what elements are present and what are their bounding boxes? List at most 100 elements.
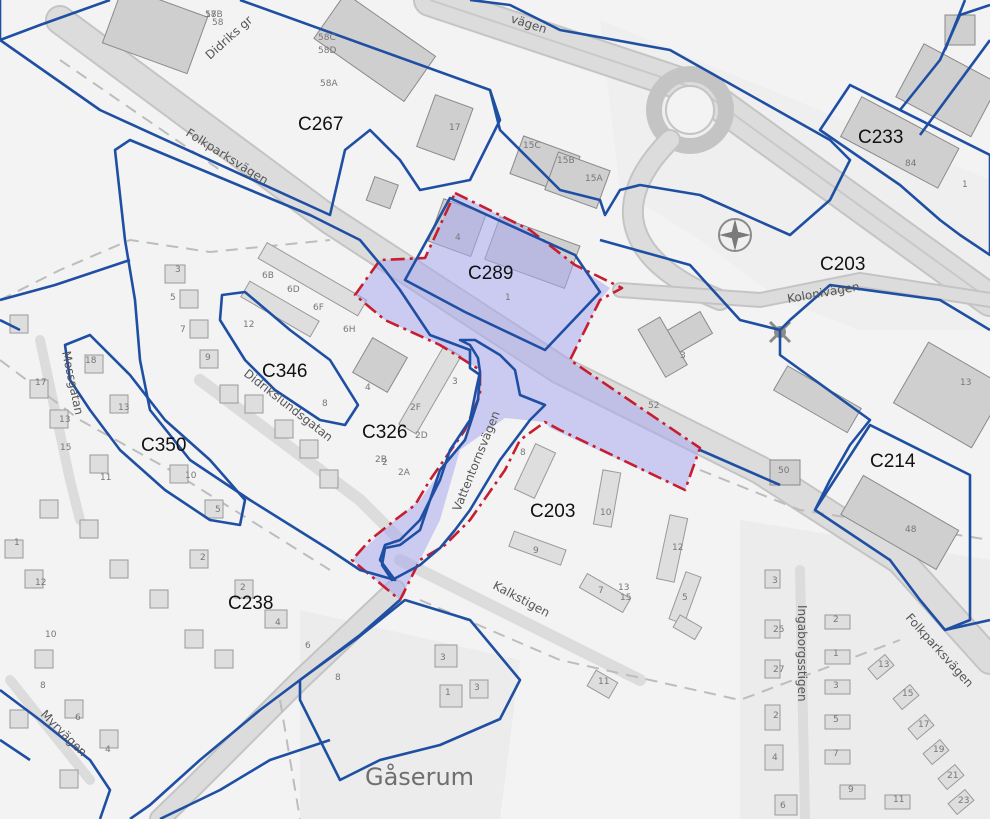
house-number: 7 bbox=[180, 325, 186, 335]
buildings bbox=[4, 0, 990, 816]
house-number: 2 bbox=[200, 553, 206, 563]
zone-border-c267 bbox=[0, 0, 502, 217]
building bbox=[189, 549, 209, 569]
house-number: 3 bbox=[440, 653, 446, 663]
building bbox=[513, 443, 557, 499]
building bbox=[672, 614, 703, 641]
house-number: 6H bbox=[343, 325, 356, 335]
zone-border-south bbox=[298, 598, 522, 782]
house-number: 5 bbox=[682, 593, 688, 603]
house-number: 15B bbox=[557, 156, 575, 166]
footpath bbox=[279, 699, 301, 819]
zone-border-top-strip bbox=[0, 0, 852, 237]
house-number: 15C bbox=[523, 141, 541, 151]
building bbox=[4, 539, 24, 559]
building bbox=[839, 96, 960, 189]
building bbox=[219, 384, 239, 404]
house-number: 6B bbox=[262, 271, 274, 281]
building bbox=[204, 499, 224, 519]
house-number: 13 bbox=[59, 415, 70, 425]
building bbox=[764, 704, 781, 731]
zone-border-c203-east bbox=[599, 238, 990, 511]
plan-label-c350: C350 bbox=[141, 435, 186, 456]
house-number: 17 bbox=[449, 123, 460, 133]
building bbox=[184, 629, 204, 649]
building bbox=[149, 589, 169, 609]
house-number: 11 bbox=[100, 473, 111, 483]
building bbox=[922, 738, 950, 766]
house-number: 5 bbox=[170, 293, 176, 303]
house-number: 1 bbox=[445, 688, 451, 698]
house-number: 2 bbox=[240, 583, 246, 593]
zone-border-c326 bbox=[113, 138, 482, 582]
house-number: 6 bbox=[780, 801, 786, 811]
house-number: 5 bbox=[215, 505, 221, 515]
house-number: 6 bbox=[75, 713, 81, 723]
house-number: 27 bbox=[773, 665, 784, 675]
highlighted-plan-area-border bbox=[350, 191, 702, 602]
building bbox=[764, 744, 784, 771]
roundabout-symbol bbox=[646, 66, 734, 154]
zone-border-bottom-left bbox=[0, 688, 331, 819]
house-number: 52 bbox=[648, 401, 659, 411]
building bbox=[586, 669, 619, 699]
building bbox=[109, 394, 129, 414]
footpath bbox=[0, 238, 331, 301]
building bbox=[637, 316, 688, 378]
building bbox=[824, 714, 851, 730]
roundabout-inner bbox=[665, 85, 715, 135]
house-number: 58B bbox=[205, 10, 223, 20]
house-number: 58 bbox=[212, 18, 224, 28]
house-number: 10 bbox=[600, 508, 612, 518]
house-number: 3 bbox=[452, 377, 458, 387]
house-number: 8 bbox=[520, 448, 526, 458]
house-number: 11 bbox=[893, 795, 904, 805]
road-kalkstigen bbox=[394, 554, 646, 686]
zone-border-c214 bbox=[813, 423, 972, 632]
road-didrikslundsgatan bbox=[194, 374, 406, 546]
house-number: 7 bbox=[598, 586, 604, 596]
building bbox=[774, 794, 798, 816]
building bbox=[24, 569, 44, 589]
building bbox=[179, 289, 199, 309]
house-number: 6 bbox=[305, 641, 311, 651]
house-number: 7 bbox=[833, 749, 839, 759]
house-number: 10 bbox=[45, 630, 57, 640]
building bbox=[508, 530, 567, 566]
plan-label-c214: C214 bbox=[870, 451, 916, 472]
house-number: 2 bbox=[382, 458, 388, 468]
house-number: 10 bbox=[185, 471, 197, 481]
house-number: 2F bbox=[410, 403, 421, 413]
building bbox=[764, 619, 781, 639]
zone-border-c233 bbox=[818, 83, 990, 257]
house-number: 23 bbox=[958, 796, 969, 806]
street-label-ingaborgsstigen: Ingaborgsstigen bbox=[795, 605, 809, 702]
building bbox=[867, 653, 895, 681]
house-number: 58C bbox=[318, 33, 336, 43]
house-number: 8 bbox=[335, 673, 341, 683]
building bbox=[101, 0, 209, 75]
building bbox=[764, 659, 781, 679]
building bbox=[244, 394, 264, 414]
house-number: 3 bbox=[833, 681, 839, 691]
house-number: 15 bbox=[620, 593, 631, 603]
house-number: 2 bbox=[833, 615, 839, 625]
building bbox=[164, 264, 186, 284]
zone-border-c289 bbox=[403, 196, 602, 352]
road-folkparksvagen bbox=[47, 7, 990, 673]
building bbox=[824, 749, 851, 765]
house-number: 9 bbox=[848, 785, 854, 795]
plan-label-c233: C233 bbox=[858, 127, 903, 148]
house-number: 13 bbox=[878, 660, 889, 670]
zone-border-southwest-road bbox=[129, 599, 401, 819]
building bbox=[764, 569, 781, 589]
house-number: 4 bbox=[455, 233, 461, 243]
house-number: 4 bbox=[772, 753, 778, 763]
house-number: 50 bbox=[778, 466, 790, 476]
building bbox=[264, 609, 288, 629]
house-number: 13 bbox=[960, 378, 971, 388]
road-mossgatan bbox=[35, 335, 85, 525]
house-number: 3 bbox=[680, 351, 686, 361]
building bbox=[9, 709, 29, 729]
